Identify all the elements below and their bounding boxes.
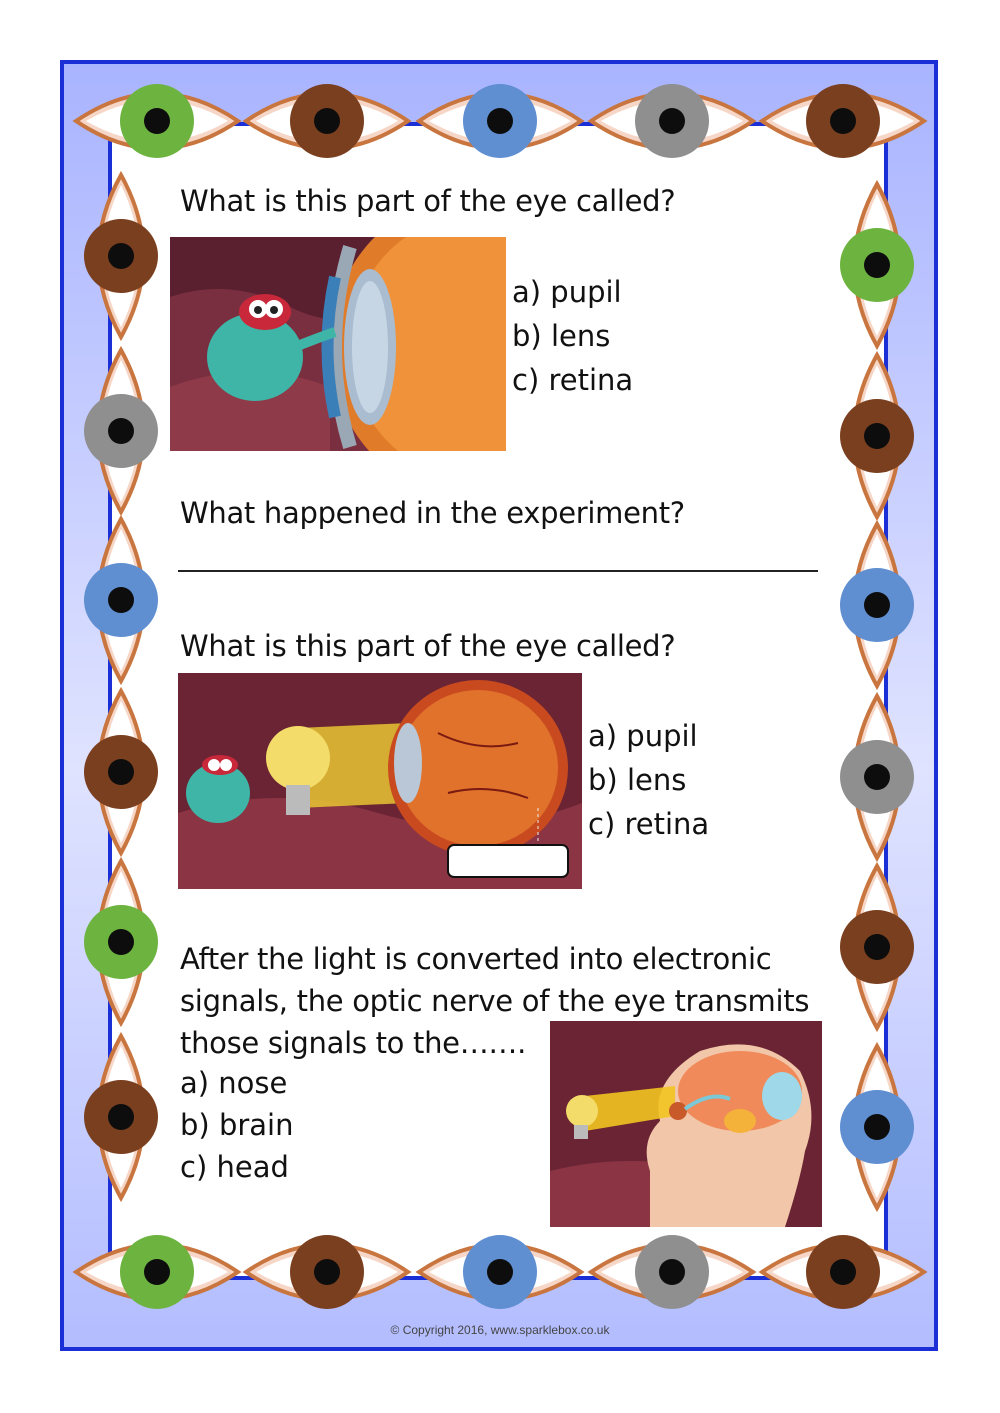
eye-icon: [84, 687, 158, 857]
eye-icon: [84, 171, 158, 341]
eye-icon: [587, 1235, 757, 1309]
question-4: After the light is converted into electr…: [180, 938, 809, 1064]
eye-icon: [84, 857, 158, 1027]
eye-icon: [415, 1235, 585, 1309]
eye-retina-illustration: [178, 673, 582, 889]
eye-icon: [758, 84, 928, 158]
eye-icon: [840, 520, 914, 690]
eye-icon: [840, 180, 914, 350]
question-2: What happened in the experiment?: [180, 496, 685, 530]
eye-icon: [84, 1032, 158, 1202]
eye-icon: [72, 84, 242, 158]
eye-icon: [840, 351, 914, 521]
eye-icon: [840, 692, 914, 862]
eye-icon: [84, 515, 158, 685]
eye-icon: [587, 84, 757, 158]
eye-icon: [242, 1235, 412, 1309]
q1-option-c[interactable]: c) retina: [512, 363, 634, 397]
q4-option-c[interactable]: c) head: [180, 1150, 289, 1184]
copyright-text: © Copyright 2016, www.sparklebox.co.uk: [390, 1323, 610, 1337]
eye-icon: [840, 862, 914, 1032]
eye-lens-illustration: [170, 237, 506, 451]
question-4-line-3: those signals to the…….: [180, 1026, 527, 1060]
question-4-line-2: signals, the optic nerve of the eye tran…: [180, 984, 810, 1018]
question-3: What is this part of the eye called?: [180, 629, 676, 663]
q1-option-a[interactable]: a) pupil: [512, 275, 622, 309]
eye-icon: [72, 1235, 242, 1309]
q4-option-b[interactable]: b) brain: [180, 1108, 294, 1142]
answer-line[interactable]: [178, 570, 818, 572]
question-1: What is this part of the eye called?: [180, 184, 676, 218]
eye-icon: [242, 84, 412, 158]
eye-icon: [84, 346, 158, 516]
question-4-line-1: After the light is converted into electr…: [180, 942, 772, 976]
eye-icon: [840, 1042, 914, 1212]
q3-option-c[interactable]: c) retina: [588, 807, 710, 841]
q4-option-a[interactable]: a) nose: [180, 1066, 288, 1100]
eye-icon: [415, 84, 585, 158]
q3-option-a[interactable]: a) pupil: [588, 719, 698, 753]
brain-illustration: [550, 1021, 822, 1227]
q3-option-b[interactable]: b) lens: [588, 763, 687, 797]
q1-option-b[interactable]: b) lens: [512, 319, 611, 353]
eye-icon: [758, 1235, 928, 1309]
